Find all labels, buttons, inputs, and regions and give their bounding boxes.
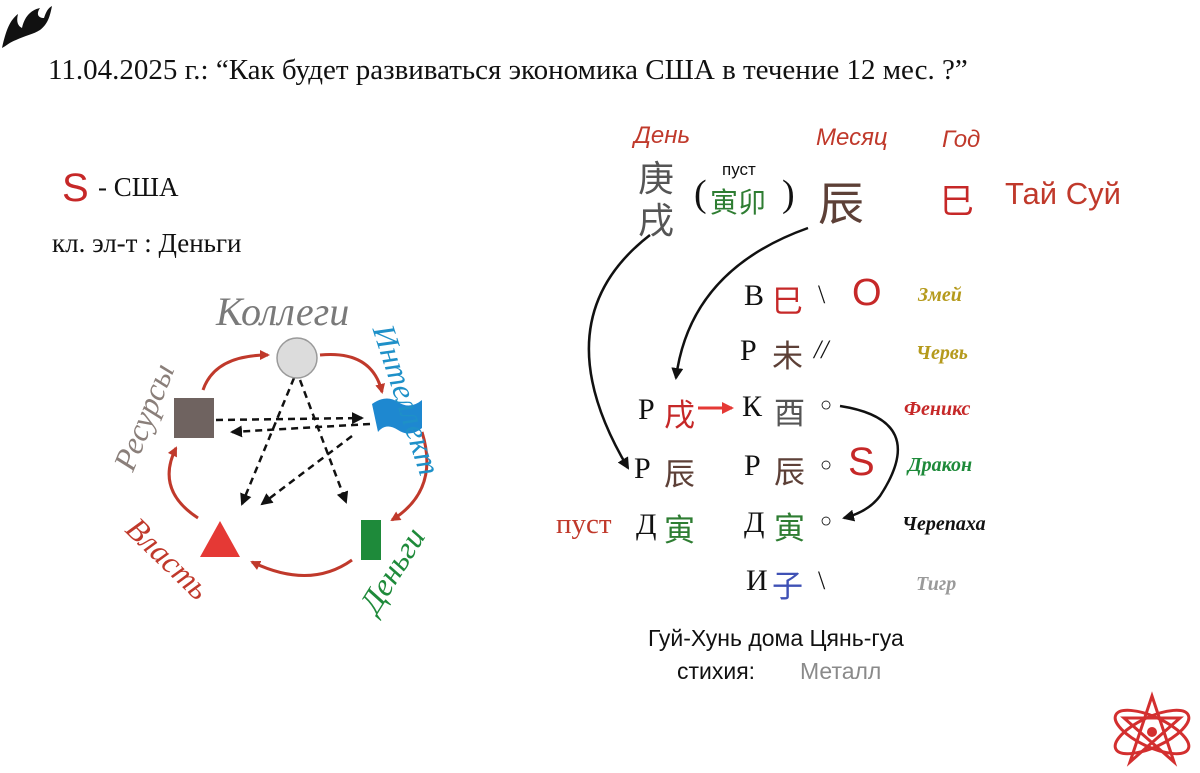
line3-branch: 辰 [774, 455, 805, 491]
arrow-intellect-to-money [390, 431, 429, 522]
power-node [200, 521, 240, 557]
line5-marks: // [814, 335, 829, 364]
changed-line4-relation: Р [638, 393, 655, 426]
beast-snake: Змей [918, 284, 962, 306]
year-branch: 巳 [940, 182, 974, 222]
line4-relation: К [742, 390, 763, 423]
changed-line2-empty-note: пуст [556, 508, 612, 540]
line1-relation: И [746, 564, 768, 597]
line4-marks: ○ [820, 394, 833, 416]
beast-turtle: Черепаха [902, 513, 986, 535]
beast-worm: Червь [916, 342, 968, 364]
line2-marks: ○ [820, 510, 833, 532]
line6-branch: 巳 [772, 284, 803, 320]
colleagues-node [276, 337, 318, 379]
beast-tiger: Тигр [916, 573, 957, 595]
line6-relation: В [744, 279, 765, 312]
line2-branch: 寅 [774, 511, 805, 547]
line5-branch: 未 [772, 339, 803, 375]
header-year: Год [942, 126, 981, 153]
line5-relation: Р [740, 334, 757, 367]
day-stem: 庚 [638, 159, 675, 200]
footer-element-label: стихия: [677, 658, 756, 684]
label-colleagues: Коллеги [216, 289, 350, 334]
arrow-rooster-to-tiger [839, 404, 900, 522]
line3-relation: Р [744, 449, 761, 482]
beast-phoenix: Феникс [904, 398, 971, 420]
month-branch: 辰 [818, 177, 864, 231]
line6-marks: \ [818, 280, 826, 309]
money-node [361, 520, 381, 560]
line4-branch: 酉 [774, 396, 805, 432]
bat-logo-icon [2, 6, 52, 48]
intellect-node [372, 398, 422, 434]
changed-line2-branch: 寅 [664, 513, 695, 549]
empty-label-small: пуст [722, 160, 756, 179]
line2-relation: Д [744, 506, 765, 539]
page-title: 11.04.2025 г.: “Как будет развиваться эк… [48, 54, 968, 86]
generation-arrows [167, 350, 429, 577]
line1-branch: 子 [772, 569, 803, 605]
paren-close: ) [782, 173, 795, 215]
arrow-resources-to-colleagues [201, 350, 270, 391]
changed-line2-relation: Д [636, 508, 657, 541]
tai-sui-label: Тай Суй [1005, 176, 1121, 211]
arrow-day-to-line2 [587, 234, 651, 470]
empty-branches: 寅卯 [710, 186, 767, 219]
line3-subject-mark: S [848, 440, 875, 484]
element-cycle-diagram [167, 337, 429, 577]
line6-world-mark: O [852, 272, 882, 314]
subject-symbol: S [62, 166, 89, 210]
arrow-power-to-resources [167, 446, 199, 520]
footer-palace: Гуй-Хунь дома Цянь-гуа [648, 625, 904, 651]
paren-open: ( [694, 173, 707, 215]
line1-marks: \ [818, 566, 826, 595]
pillar-arrows [587, 226, 900, 522]
changed-line4-branch: 戌 [664, 398, 695, 434]
atom-logo-icon [1113, 691, 1191, 767]
changed-line3-relation: Р [634, 452, 651, 485]
arrow-colleagues-to-intellect [319, 352, 386, 394]
arrow-money-to-power [250, 558, 353, 577]
day-branch: 戌 [638, 201, 675, 242]
key-element-label: кл. эл-т : Деньги [52, 228, 242, 258]
resources-node [174, 398, 214, 438]
control-arrows [215, 377, 371, 506]
header-day: День [634, 122, 691, 149]
beast-dragon: Дракон [908, 454, 973, 476]
subject-label: - США [98, 172, 179, 202]
footer-element-value: Металл [800, 658, 882, 684]
arrow-month-to-line3 [671, 226, 809, 380]
line3-marks: ○ [820, 454, 833, 476]
header-month: Месяц [816, 124, 888, 151]
changed-line3-branch: 辰 [664, 457, 695, 493]
